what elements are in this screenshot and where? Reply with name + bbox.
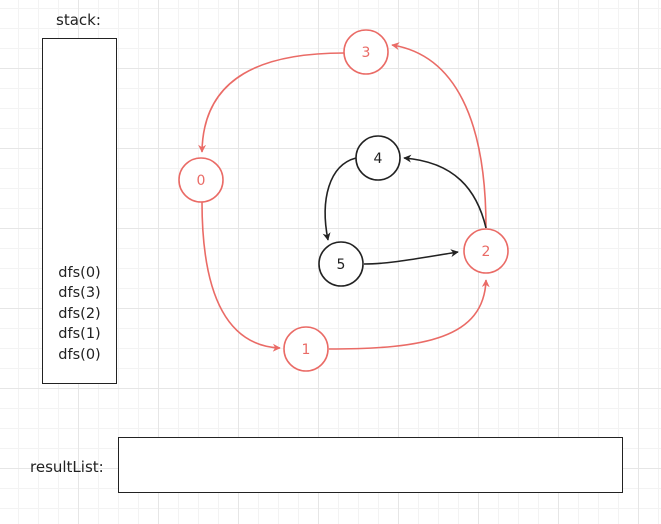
node-3: 3	[343, 29, 389, 75]
node-1: 1	[283, 326, 329, 372]
stack-item: dfs(0)	[58, 346, 101, 363]
node-circle	[463, 228, 509, 274]
node-label: 0	[197, 173, 206, 189]
edge-2-to-3	[391, 42, 487, 229]
node-4: 4	[355, 135, 401, 181]
node-2: 2	[463, 228, 509, 274]
edge-2-to-4	[403, 154, 487, 229]
node-circle	[283, 326, 329, 372]
stack-box: dfs(0) dfs(3) dfs(2) dfs(1) dfs(0)	[42, 38, 117, 384]
node-label: 4	[374, 151, 383, 167]
node-circle	[178, 157, 224, 203]
edge-4-to-5	[322, 157, 357, 241]
node-label: 1	[302, 342, 311, 358]
stack-item: dfs(1)	[58, 326, 101, 342]
stack-label: stack:	[56, 11, 101, 29]
node-label: 5	[337, 257, 346, 273]
node-label: 2	[482, 244, 491, 260]
result-list-box	[118, 437, 623, 493]
node-0: 0	[178, 157, 224, 203]
node-label: 3	[362, 45, 371, 61]
result-list-label: resultList:	[30, 458, 104, 476]
node-circle	[343, 29, 389, 75]
edge-1-to-2	[328, 279, 490, 350]
node-circle	[318, 241, 364, 287]
stack-item: dfs(2)	[58, 305, 101, 322]
stack-items: dfs(0) dfs(3) dfs(2) dfs(1) dfs(0)	[43, 263, 116, 366]
stack-item: dfs(0)	[58, 264, 101, 281]
node-5: 5	[318, 241, 364, 287]
edge-0-to-1	[201, 201, 281, 352]
stack-item: dfs(3)	[58, 285, 101, 301]
edge-5-to-2	[363, 249, 459, 265]
node-circle	[355, 135, 401, 181]
edge-3-to-0	[198, 52, 345, 153]
